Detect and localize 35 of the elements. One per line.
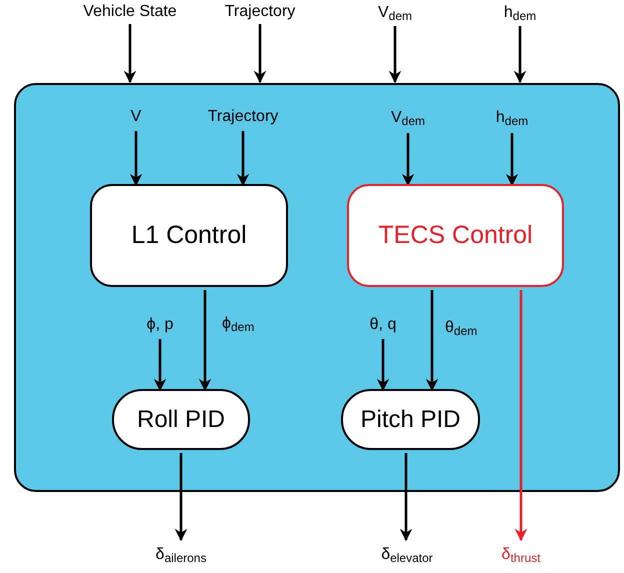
- edge-label: ϕ$_{dem}$: [222, 316, 254, 332]
- arrow: [254, 24, 266, 84]
- arrow: [198, 290, 212, 392]
- arrow: [514, 290, 528, 542]
- signal-label: δ$_{elevator}$: [371, 541, 443, 569]
- arrow: [402, 133, 414, 186]
- arrow: [376, 339, 390, 392]
- controller-box: L1 Control: [90, 184, 288, 287]
- arrow: [130, 131, 142, 186]
- signal-label: V$_{dem}$: [383, 106, 433, 130]
- signal-label: δ$_{thrust}$: [493, 541, 549, 569]
- signal-label: ϕ, p: [138, 314, 182, 336]
- signal-label: h$_{dem}$: [495, 1, 545, 25]
- arrow: [154, 339, 166, 392]
- pid-box: Pitch PID: [341, 389, 480, 450]
- signal-label: δ$_{ailerons}$: [141, 541, 221, 569]
- arrow: [124, 24, 136, 84]
- controller-panel: [14, 83, 620, 492]
- pid-box: Roll PID: [112, 389, 250, 450]
- arrow: [400, 453, 412, 542]
- signal-label: V: [121, 106, 151, 128]
- controller-box: TECS Control: [347, 184, 564, 287]
- arrow: [506, 133, 518, 186]
- arrow: [426, 290, 438, 392]
- arrow: [236, 131, 250, 186]
- signal-label: h$_{dem}$: [487, 106, 537, 130]
- signal-label: V$_{dem}$: [370, 1, 420, 25]
- arrow: [514, 26, 526, 84]
- signal-label: Trajectory: [210, 1, 310, 23]
- edge-label: θ$_{dem}$: [445, 320, 478, 336]
- signal-label: Trajectory: [188, 106, 298, 128]
- arrow: [388, 26, 402, 84]
- signal-label: θ, q: [361, 314, 405, 336]
- signal-label: Vehicle State: [70, 1, 190, 23]
- arrow: [174, 453, 188, 542]
